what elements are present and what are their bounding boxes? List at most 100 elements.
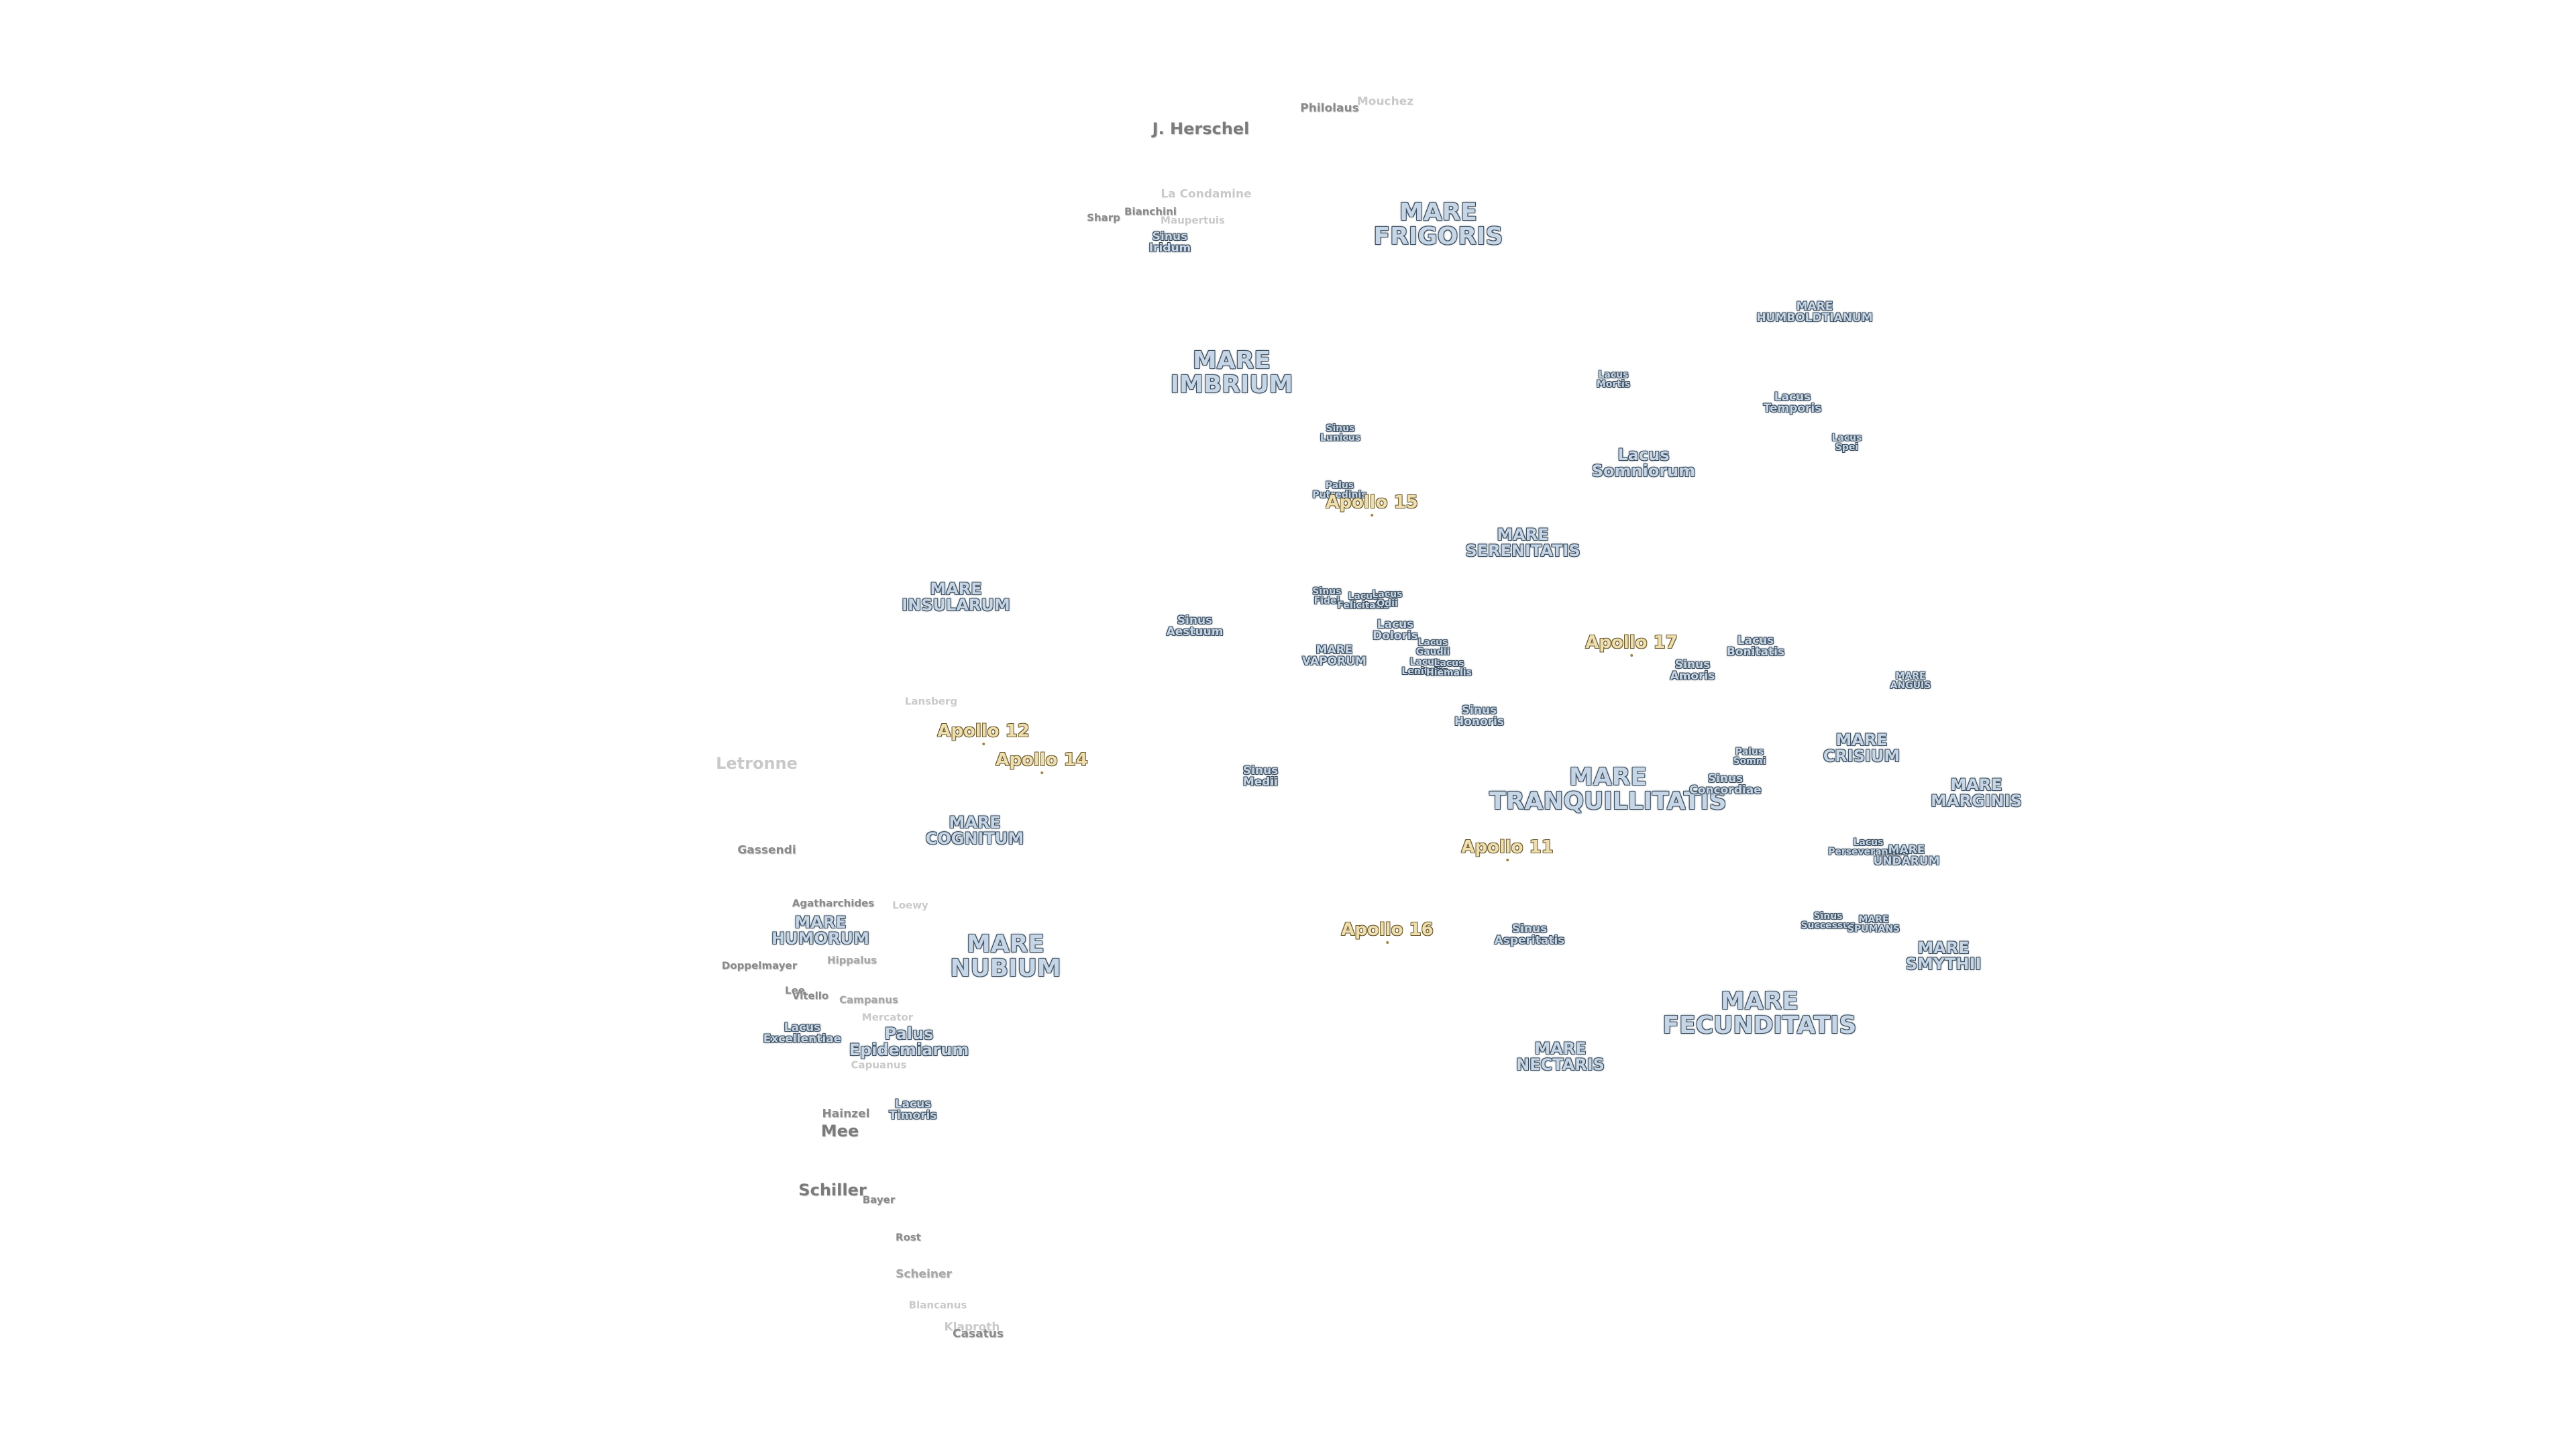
label-palus-putredinis-text: Putredinis [1312, 490, 1367, 500]
label-lansberg[interactable]: Lansberg [905, 696, 957, 707]
label-mare-humboldtianum-text: HUMBOLDTIANUM [1756, 311, 1873, 325]
label-apollo-17[interactable]: Apollo 17 [1585, 634, 1678, 657]
label-mee-text: Mee [820, 1122, 859, 1140]
label-campanus[interactable]: Campanus [839, 995, 898, 1006]
label-mare-frigoris-text: MARE [1399, 199, 1477, 226]
label-lee[interactable]: Lee [785, 985, 805, 996]
label-lacus-bonitatis-text: Bonitatis [1726, 645, 1785, 659]
label-apollo-12[interactable]: Apollo 12 [937, 721, 1030, 745]
label-doppelmayer[interactable]: Doppelmayer [722, 961, 797, 971]
label-klaproth[interactable]: Klaproth [945, 1322, 1000, 1334]
label-mee[interactable]: Mee [821, 1123, 859, 1139]
label-mare-insularum-text: MARE [930, 580, 982, 598]
label-lacus-perseverantiae-text: Perseverantiae [1828, 847, 1909, 857]
label-mouchez[interactable]: Mouchez [1357, 96, 1413, 108]
label-bianchini[interactable]: Bianchini [1124, 207, 1177, 217]
label-gassendi[interactable]: Gassendi [737, 845, 796, 857]
label-mare-nectaris-text: NECTARIS [1516, 1055, 1605, 1074]
label-loewy[interactable]: Loewy [892, 899, 928, 912]
label-philolaus[interactable]: Philolaus [1300, 103, 1358, 115]
label-j-herschel[interactable]: J. Herschel [1152, 121, 1250, 137]
label-lacus-hiemalis-text: Hiemalis [1426, 667, 1472, 678]
label-mare-smythii-text: SMYTHII [1905, 955, 1982, 973]
label-mercator[interactable]: Mercator [862, 1012, 913, 1023]
label-casatus[interactable]: Casatus [953, 1328, 1004, 1340]
label-bayer[interactable]: Bayer [863, 1195, 895, 1205]
label-mare-crisium-text: CRISIUM [1823, 747, 1900, 765]
label-hainzel[interactable]: Hainzel [822, 1108, 870, 1120]
label-maupertuis-text: Maupertuis [1161, 214, 1225, 227]
label-letronne[interactable]: Letronne [716, 755, 798, 771]
label-mare-humboldtianum-text: MARE [1796, 300, 1833, 313]
label-rost[interactable]: Rost [896, 1232, 921, 1243]
label-schiller[interactable]: Schiller [798, 1182, 866, 1198]
label-la-condamine[interactable]: La Condamine [1161, 189, 1251, 201]
label-vitello[interactable]: Vitello [792, 991, 828, 1002]
label-mare-cognitum-text: COGNITUM [925, 829, 1024, 848]
label-philolaus-text: Philolaus [1300, 101, 1359, 115]
label-loewy-text: Loewy [892, 899, 928, 912]
label-apollo-12-text: Apollo 12 [937, 721, 1030, 741]
label-blancanus[interactable]: Blancanus [909, 1300, 967, 1311]
label-sharp[interactable]: Sharp [1087, 213, 1120, 223]
label-apollo-14[interactable]: Apollo 14 [996, 751, 1088, 774]
label-agatharchides[interactable]: Agatharchides [792, 898, 874, 909]
label-hippalus[interactable]: Hippalus [826, 954, 877, 967]
label-scheiner[interactable]: Scheiner [896, 1269, 952, 1281]
label-apollo-16[interactable]: Apollo 16 [1341, 921, 1434, 944]
label-mare-serenitatis-text: SERENITATIS [1465, 541, 1580, 560]
label-sinus-iridum-text: Sinus [1152, 230, 1188, 244]
label-hippalus-text: Hippalus [826, 954, 877, 967]
label-apollo-15[interactable]: Apollo 15 [1326, 494, 1418, 517]
label-capuanus[interactable]: Capuanus [851, 1060, 907, 1071]
label-lacus-gaudii-text: Lacus [1417, 637, 1448, 648]
label-apollo-11[interactable]: Apollo 11 [1461, 839, 1554, 861]
label-maupertuis[interactable]: Maupertuis [1161, 214, 1225, 227]
